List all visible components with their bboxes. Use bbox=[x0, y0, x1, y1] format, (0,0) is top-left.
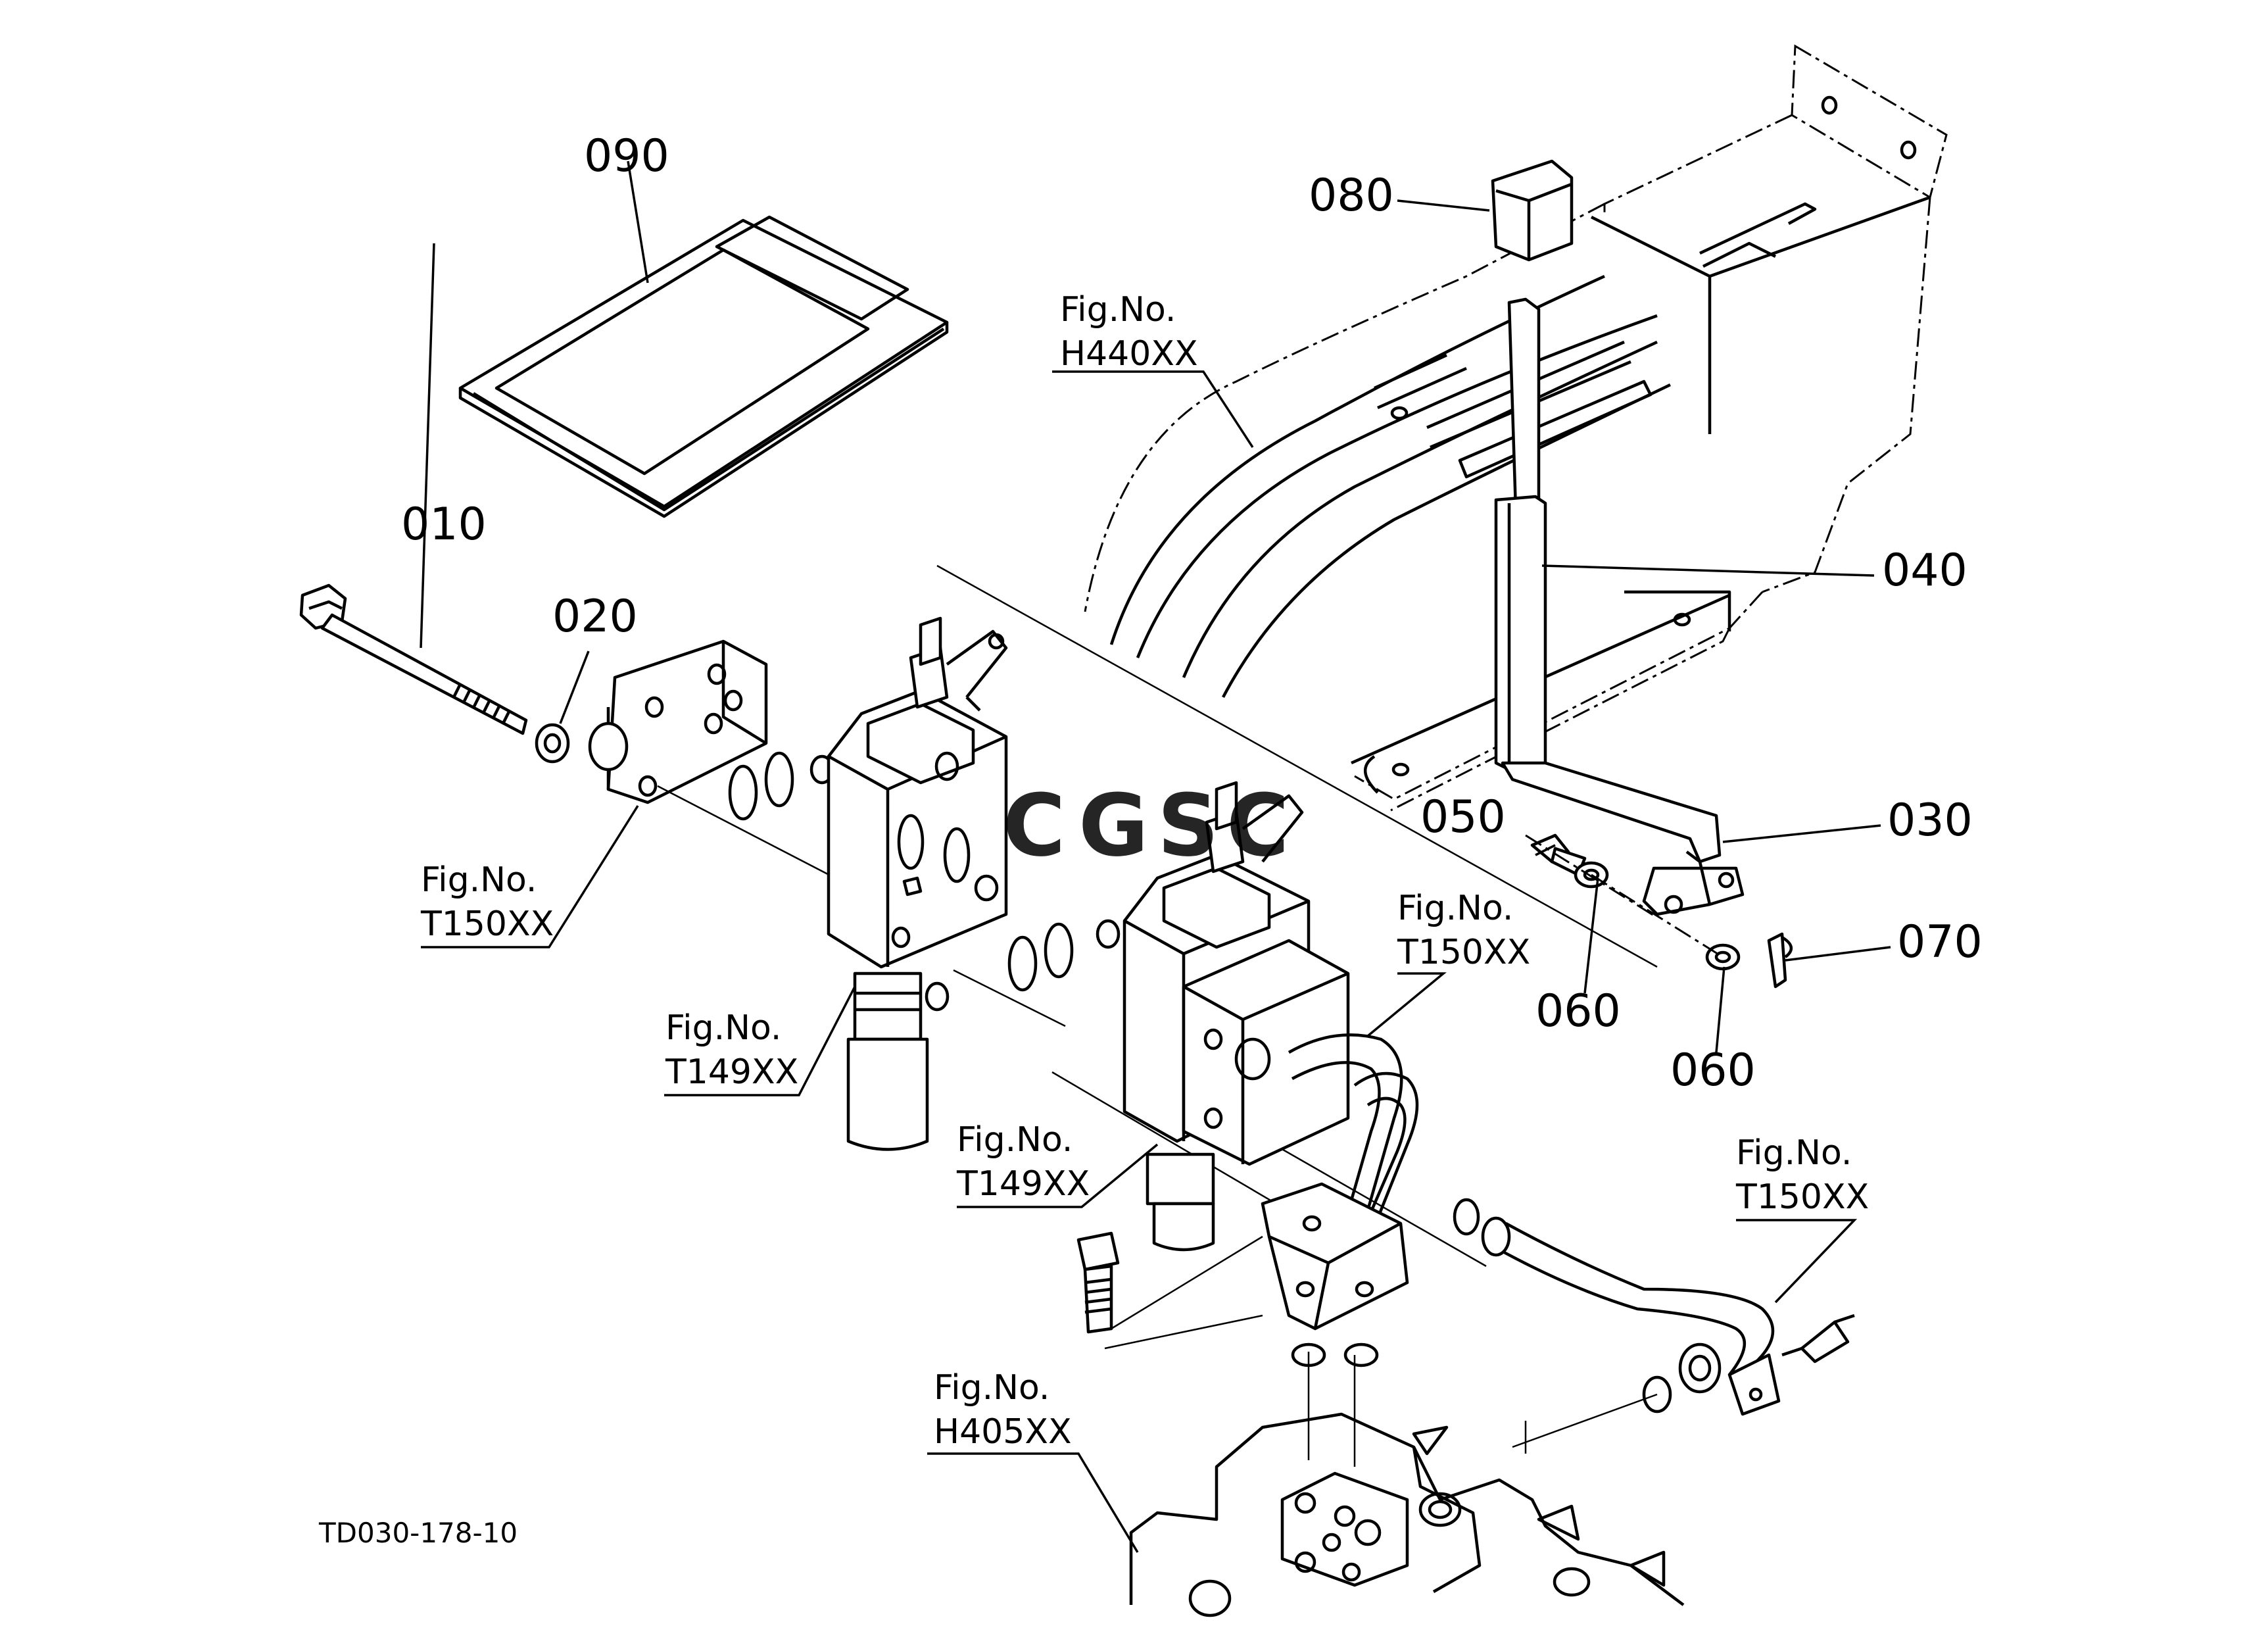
valve-section-2 bbox=[1122, 781, 1350, 1252]
fig-ref-t149-left-prefix: Fig.No. bbox=[665, 1008, 781, 1048]
fig-ref-t150-mid-code: T150XX bbox=[1397, 933, 1530, 972]
fig-ref-h440-code: H440XX bbox=[1060, 334, 1198, 374]
fig-ref-t150-right-code: T150XX bbox=[1735, 1177, 1869, 1217]
fig-ref-h440-prefix: Fig.No. bbox=[1060, 290, 1176, 330]
part-label-060-lower: 060 bbox=[1670, 1045, 1756, 1096]
manual-book-part bbox=[458, 215, 949, 518]
part-labels: 090 080 010 020 040 050 030 070 060 060 bbox=[401, 130, 1983, 1096]
lever-knob-part bbox=[1491, 159, 1574, 262]
part-label-010: 010 bbox=[401, 499, 487, 551]
watermark: C G S C bbox=[1003, 775, 1289, 875]
fig-ref-t149-left-code: T149XX bbox=[665, 1052, 798, 1092]
fig-ref-t150-left-code: T150XX bbox=[420, 904, 554, 944]
part-label-090: 090 bbox=[584, 130, 669, 182]
hydraulic-pipes bbox=[1288, 1033, 1855, 1416]
drawing-code: TD030-178-10 bbox=[318, 1517, 518, 1549]
part-label-040: 040 bbox=[1882, 545, 1967, 597]
watermark-letter-2: G bbox=[1078, 775, 1149, 875]
fig-ref-t150-left-prefix: Fig.No. bbox=[421, 860, 537, 900]
spring-washer-part bbox=[535, 723, 570, 764]
part-label-020: 020 bbox=[552, 591, 638, 643]
cotter-pin-part bbox=[1767, 932, 1793, 989]
main-valve-body bbox=[1129, 1352, 1685, 1617]
part-label-080: 080 bbox=[1309, 170, 1394, 222]
fig-ref-t150-right-prefix: Fig.No. bbox=[1736, 1133, 1852, 1173]
valve-end-plate bbox=[588, 639, 768, 804]
control-lever-part bbox=[1494, 297, 1547, 772]
watermark-letter-4: C bbox=[1226, 775, 1289, 875]
part-label-030: 030 bbox=[1887, 795, 1973, 847]
leader-lines bbox=[420, 160, 1891, 1553]
watermark-letter-3: S bbox=[1157, 775, 1219, 875]
part-label-060-upper: 060 bbox=[1535, 985, 1621, 1037]
figure-references: Fig.No. H440XX Fig.No. T150XX Fig.No. T1… bbox=[420, 290, 1869, 1452]
watermark-letter-1: C bbox=[1003, 775, 1065, 875]
manifold-bolt bbox=[1076, 1231, 1120, 1334]
fig-ref-h405-code: H405XX bbox=[934, 1412, 1072, 1452]
lever-arm-part bbox=[1501, 761, 1745, 916]
fig-ref-t149-mid-prefix: Fig.No. bbox=[957, 1120, 1073, 1160]
fig-ref-t150-mid-prefix: Fig.No. bbox=[1397, 889, 1513, 928]
fig-ref-h405-prefix: Fig.No. bbox=[934, 1368, 1050, 1408]
part-label-050: 050 bbox=[1420, 791, 1506, 843]
manifold-block bbox=[1104, 1182, 1409, 1367]
valve-section-1 bbox=[827, 616, 1008, 1151]
tie-bolt-part bbox=[299, 583, 528, 735]
o-ring-set bbox=[728, 751, 1121, 992]
fig-ref-t149-mid-code: T149XX bbox=[956, 1164, 1090, 1204]
part-label-070: 070 bbox=[1897, 916, 1983, 968]
